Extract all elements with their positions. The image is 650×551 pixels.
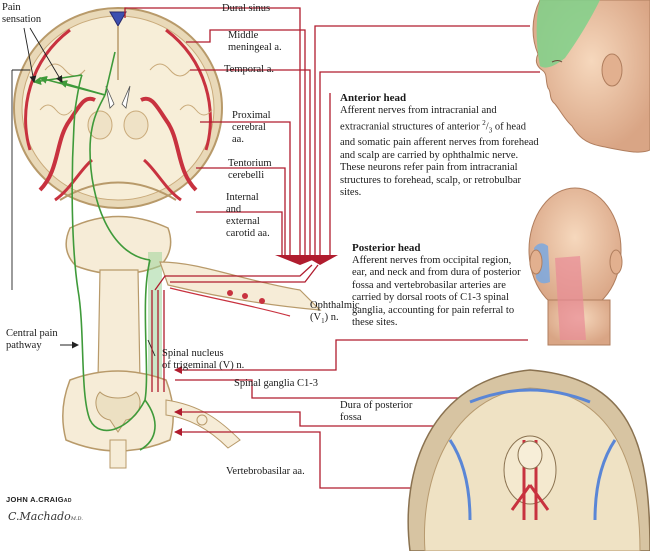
anterior-head-title: Anterior head (340, 92, 407, 104)
anterior-frac-den: 3 (488, 127, 493, 135)
trigeminal-roots (159, 261, 322, 317)
anterior-body-2: of head and somatic pain afferent nerves… (340, 121, 539, 199)
label-middle-meningeal: Middle meningeal a. (228, 30, 282, 53)
anterior-head-figure (532, 0, 650, 153)
colorist-name: C.Machado (8, 510, 71, 523)
ophthalmic-word: Ophthalmic (310, 300, 360, 311)
posterior-head-description: Posterior head Afferent nerves from occi… (352, 242, 528, 329)
anterior-frac-num: 2 (482, 119, 486, 128)
red-posterior-lines (151, 264, 540, 489)
artist-signature: JOHN A.CRAIGAD (6, 495, 72, 504)
label-proximal-cerebral: Proximal cerebral aa. (232, 110, 271, 145)
label-spinal-ganglia: Spinal ganglia C1-3 (234, 378, 318, 389)
label-central-pain-pathway: Central pain pathway (6, 328, 58, 351)
leader-lines (11, 27, 156, 357)
label-dural-sinus: Dural sinus (222, 3, 271, 14)
label-tentorium: Tentorium cerebelli (228, 158, 272, 181)
posterior-head-figure (528, 187, 623, 346)
colorist-suffix: M.D. (70, 516, 83, 522)
skull-base-figure (407, 369, 650, 551)
red-arrowheads (275, 255, 338, 265)
central-pain-pathway (33, 51, 156, 451)
label-carotid: Internal and external carotid aa. (226, 192, 270, 239)
colorist-signature: C.MachadoM.D. (8, 510, 83, 523)
anterior-head-description: Anterior head Afferent nerves from intra… (340, 92, 540, 199)
anterior-body-1: Afferent nerves from intracranial and ex… (340, 105, 497, 133)
ophthalmic-sub: 1 (321, 317, 325, 326)
label-temporal: Temporal a. (224, 64, 274, 75)
ophthalmic-end: ) n. (324, 312, 339, 323)
label-ophthalmic: Ophthalmic(V1) n. (310, 300, 360, 327)
label-dura-posterior: Dura of posterior fossa (340, 400, 413, 423)
posterior-head-body: Afferent nerves from occipital region, e… (352, 255, 521, 329)
label-spinal-nucleus: Spinal nucleus of trigeminal (V) n. (162, 348, 245, 371)
ophthalmic-v: (V (310, 312, 322, 323)
artist-suffix: AD (63, 498, 72, 504)
label-vertebrobasilar: Vertebrobasilar aa. (226, 466, 305, 477)
artist-name: JOHN A.CRAIG (6, 495, 64, 504)
label-pain-sensation: Pain sensation (2, 2, 42, 25)
posterior-head-title: Posterior head (352, 242, 421, 254)
red-afferent-lines (124, 7, 540, 255)
anterior-head-body: Afferent nerves from intracranial and ex… (340, 105, 539, 199)
brain-coronal-section (13, 7, 223, 209)
